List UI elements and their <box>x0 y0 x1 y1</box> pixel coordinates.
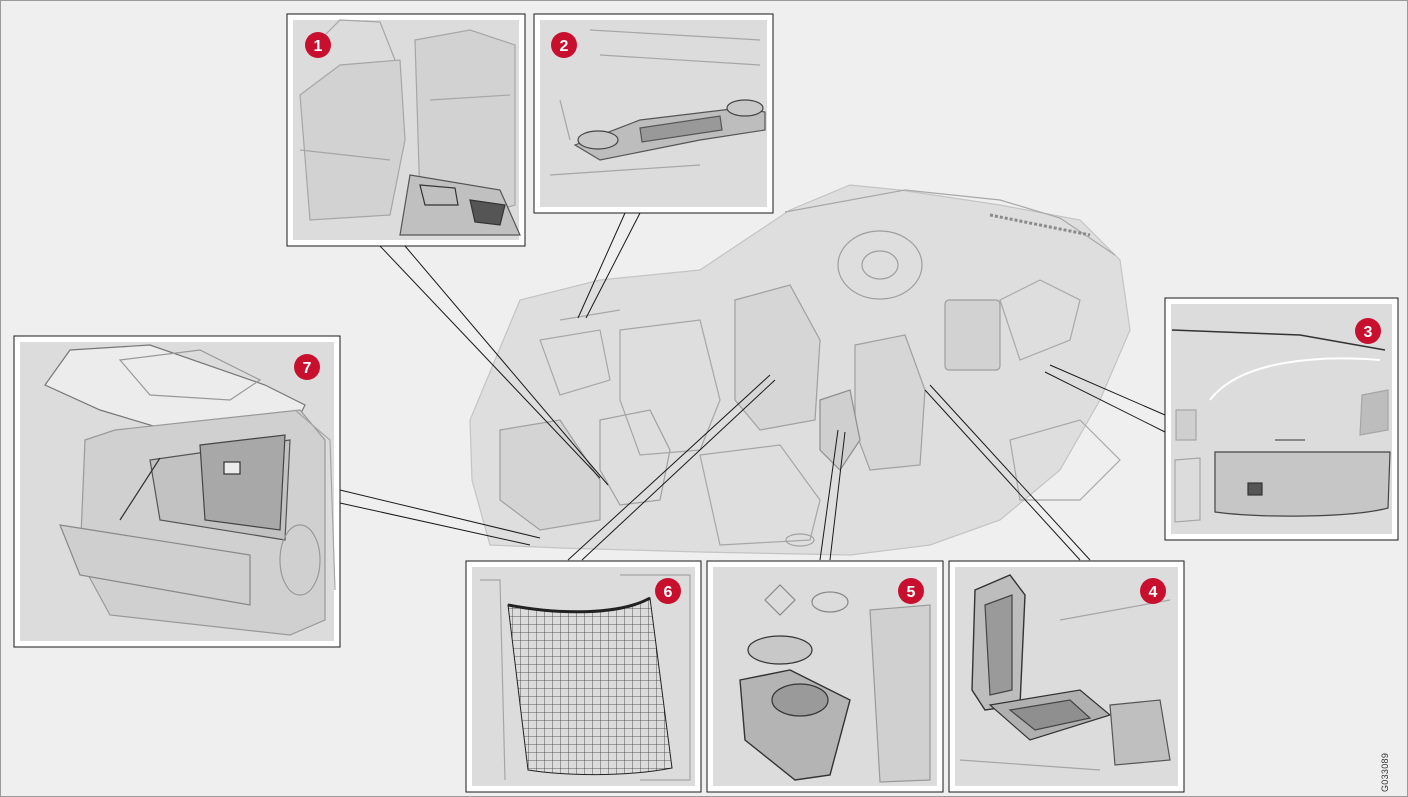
car-interior-overview <box>470 185 1130 555</box>
inset-panel-6: 6 <box>466 561 701 792</box>
callout-number-2: 2 <box>560 38 569 55</box>
inset-panel-5: 5 <box>707 561 943 792</box>
callout-number-4: 4 <box>1149 584 1158 601</box>
inset-panel-3: 3 <box>1165 298 1398 540</box>
figure-code-text: G033089 <box>1380 753 1390 792</box>
callout-number-5: 5 <box>907 584 916 601</box>
callout-number-7: 7 <box>303 360 312 377</box>
net-pocket <box>508 598 672 775</box>
callout-number-1: 1 <box>314 38 323 55</box>
inset-panel-4: 4 <box>949 561 1184 792</box>
callout-number-6: 6 <box>664 584 673 601</box>
inset-panel-2: 2 <box>534 14 773 213</box>
inset-panel-1: 1 <box>287 14 525 246</box>
inset-panel-7: 7 <box>14 336 340 647</box>
callout-number-3: 3 <box>1364 324 1373 341</box>
figure-code: G033089 <box>1378 752 1392 792</box>
